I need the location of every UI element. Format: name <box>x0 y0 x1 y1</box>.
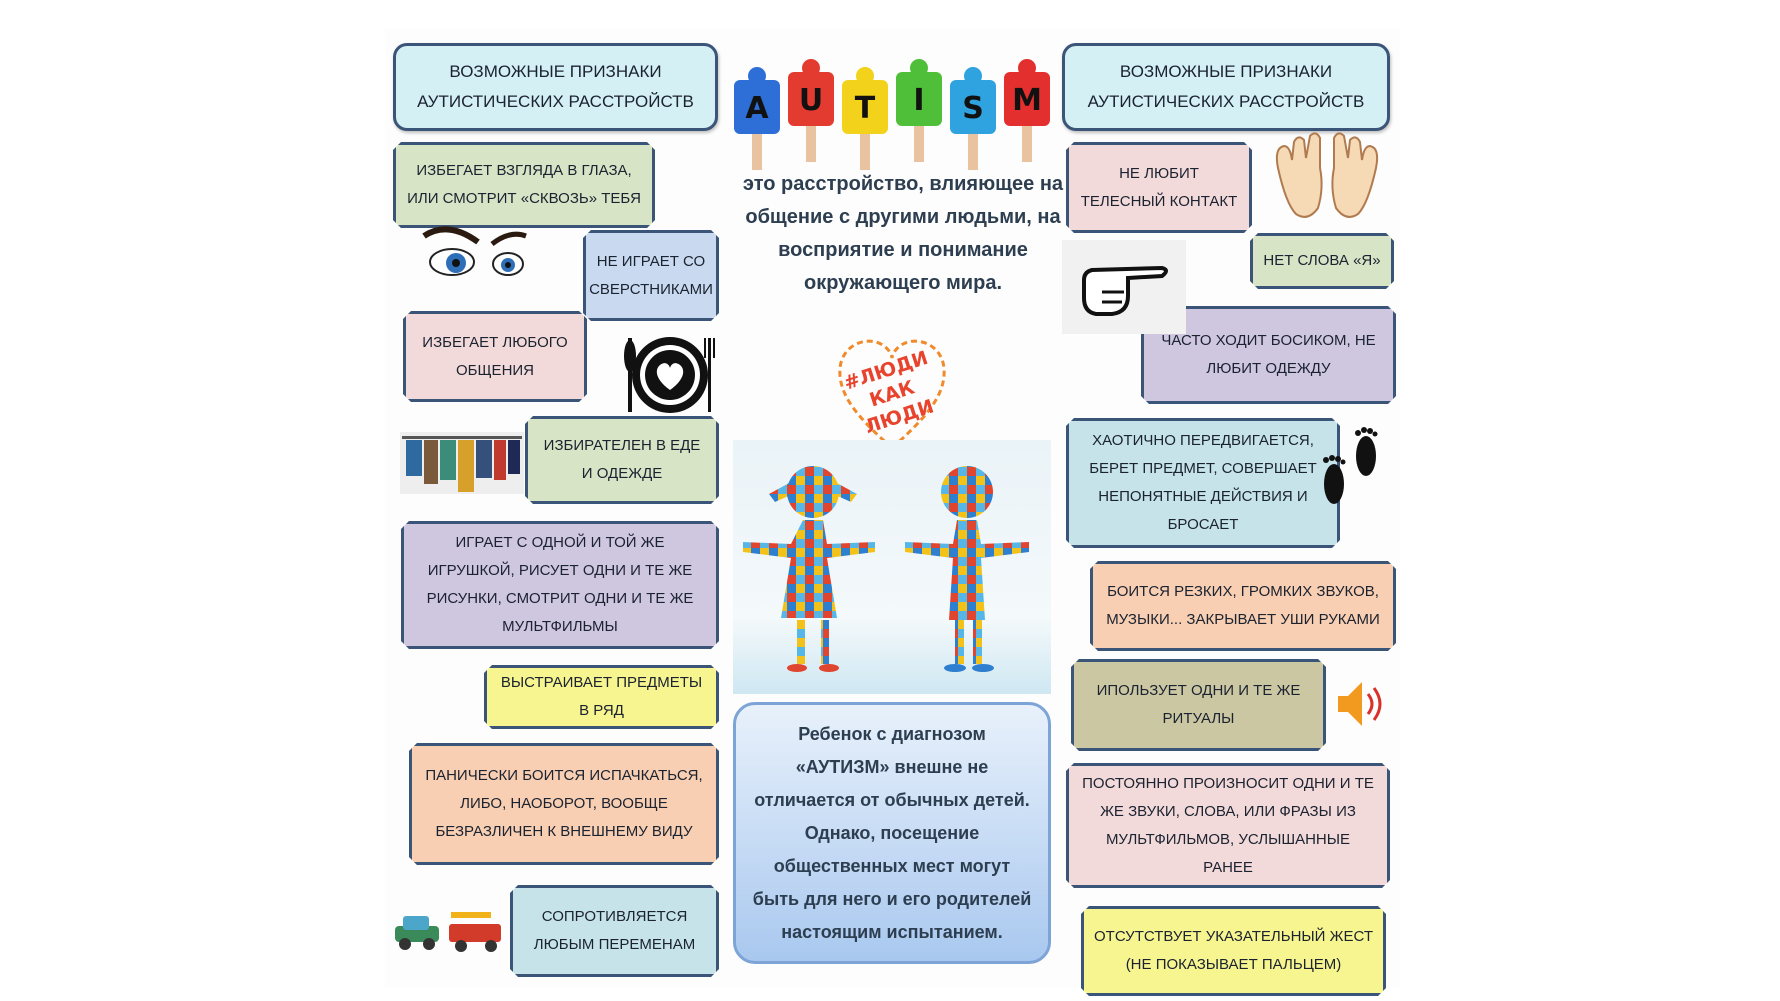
svg-text:U: U <box>799 83 823 118</box>
sign-avoids-eye-contact: ИЗБЕГАЕТ ВЗГЛЯДА В ГЛАЗА, ИЛИ СМОТРИТ «С… <box>393 142 655 228</box>
sign-dislikes-touch: НЕ ЛЮБИТ ТЕЛЕСНЫЙ КОНТАКТ <box>1066 142 1252 233</box>
svg-text:I: I <box>913 83 924 118</box>
sign-avoids-communication: ИЗБЕГАЕТ ЛЮБОГО ОБЩЕНИЯ <box>403 311 587 402</box>
sign-barefoot: ЧАСТО ХОДИТ БОСИКОМ, НЕ ЛЮБИТ ОДЕЖДУ <box>1141 306 1396 404</box>
speaker-icon <box>1338 682 1382 726</box>
plate-icon <box>624 337 715 413</box>
toy-cars-icon <box>395 912 501 952</box>
sign-dirt-panic: ПАНИЧЕСКИ БОИТСЯ ИСПАЧКАТЬСЯ, ЛИБО, НАОБ… <box>409 743 719 865</box>
logo-letter-s: S <box>950 67 996 170</box>
sign-resists-change: СОПРОТИВЛЯЕТСЯ ЛЮБЫМ ПЕРЕМЕНАМ <box>510 885 719 977</box>
clothes-rack-icon <box>400 432 524 494</box>
note-box: Ребенок с диагнозом «АУТИЗМ» внешне не о… <box>733 702 1051 964</box>
pointing-hand-icon <box>1062 240 1186 334</box>
sign-no-pointing: ОТСУТСТВУЕТ УКАЗАТЕЛЬНЫЙ ЖЕСТ (НЕ ПОКАЗЫ… <box>1081 906 1386 996</box>
logo-letter-m: M <box>1004 59 1050 162</box>
logo-letter-a: A <box>734 67 780 170</box>
hands-icon <box>1275 132 1379 218</box>
sign-rituals: ИПОЛЬЗУЕТ ОДНИ И ТЕ ЖЕ РИТУАЛЫ <box>1071 659 1326 751</box>
logo-letter-i: I <box>896 59 942 162</box>
sign-lines-up-objects: ВЫСТРАИВАЕТ ПРЕДМЕТЫ В РЯД <box>484 665 719 729</box>
svg-text:S: S <box>962 91 984 126</box>
sign-no-peer-play: НЕ ИГРАЕТ СО СВЕРСТНИКАМИ <box>583 230 719 321</box>
puzzle-children-icon <box>743 466 1029 672</box>
svg-text:M: M <box>1012 83 1042 118</box>
autism-definition: это расстройство, влияющее на общение с … <box>742 173 1064 294</box>
sign-fears-loud-sounds: БОИТСЯ РЕЗКИХ, ГРОМКИХ ЗВУКОВ, МУЗЫКИ...… <box>1090 561 1396 651</box>
sign-chaotic-movement: ХАОТИЧНО ПЕРЕДВИГАЕТСЯ, БЕРЕТ ПРЕДМЕТ, С… <box>1066 418 1340 548</box>
footprints-icon <box>1323 427 1378 504</box>
sign-picky-food-clothes: ИЗБИРАТЕЛЕН В ЕДЕ И ОДЕЖДЕ <box>525 416 719 504</box>
svg-text:T: T <box>855 91 876 126</box>
sign-repetitive-play: ИГРАЕТ С ОДНОЙ И ТОЙ ЖЕ ИГРУШКОЙ, РИСУЕТ… <box>401 521 719 649</box>
puzzle-children-image <box>733 440 1051 694</box>
logo-letter-t: T <box>842 67 888 170</box>
sign-no-word-i: НЕТ СЛОВА «Я» <box>1250 233 1394 289</box>
eyes-icon <box>422 226 527 276</box>
logo-letter-u: U <box>788 59 834 162</box>
left-header: ВОЗМОЖНЫЕ ПРИЗНАКИ АУТИСТИЧЕСКИХ РАССТРО… <box>393 43 718 131</box>
right-header: ВОЗМОЖНЫЕ ПРИЗНАКИ АУТИСТИЧЕСКИХ РАССТРО… <box>1062 43 1390 131</box>
sign-echolalia: ПОСТОЯННО ПРОИЗНОСИТ ОДНИ И ТЕ ЖЕ ЗВУКИ,… <box>1066 763 1390 888</box>
svg-text:A: A <box>745 91 769 126</box>
heart-icon <box>838 339 946 451</box>
slogan-heart: #ЛЮДИ КАК ЛЮДИ <box>836 336 948 452</box>
